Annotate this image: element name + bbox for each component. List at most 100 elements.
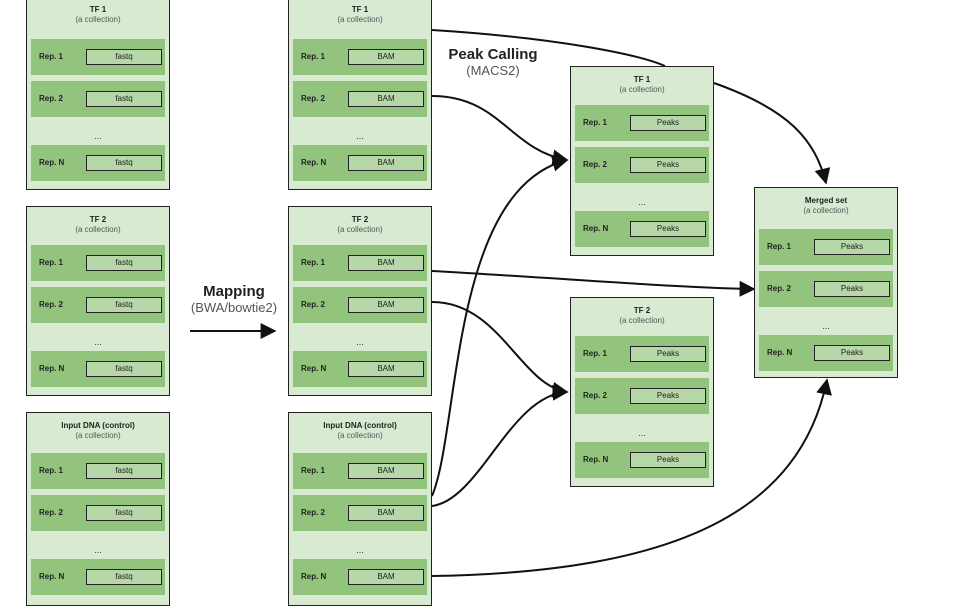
file-item: BAM xyxy=(348,569,424,585)
collection-title: Input DNA (control) xyxy=(61,421,135,430)
ellipsis-row: ... xyxy=(575,189,709,225)
mapping-title: Mapping xyxy=(203,283,265,300)
ellipsis-row: ... xyxy=(31,123,165,159)
collection-subtitle: (a collection) xyxy=(337,15,383,24)
rep-label: Rep. N xyxy=(583,224,609,233)
ellipsis-row: ... xyxy=(293,537,427,573)
rep-row: Rep. N Peaks xyxy=(759,335,893,371)
rep-label: Rep. 1 xyxy=(301,466,326,475)
rep-row: Rep. 1 fastq xyxy=(31,245,165,281)
ellipsis-row: ... xyxy=(31,329,165,365)
file-item: Peaks xyxy=(630,346,706,362)
collection-subtitle: (a collection) xyxy=(619,85,665,94)
collection-subtitle: (a collection) xyxy=(75,15,121,24)
collection-subtitle: (a collection) xyxy=(75,431,121,440)
collection-subtitle: (a collection) xyxy=(337,225,383,234)
file-item: Peaks xyxy=(630,388,706,404)
collection-title: Merged set xyxy=(804,196,848,205)
file-item: BAM xyxy=(348,361,424,377)
collection-title: TF 1 xyxy=(633,75,651,84)
rep-label: Rep. N xyxy=(301,364,327,373)
file-item: BAM xyxy=(348,505,424,521)
rep-label: Rep. N xyxy=(39,158,65,167)
rep-label: Rep. N xyxy=(301,158,327,167)
rep-row: Rep. 2 Peaks xyxy=(575,147,709,183)
rep-label: Rep. N xyxy=(39,572,65,581)
collection-title: TF 2 xyxy=(351,215,369,224)
ellipsis: ... xyxy=(638,197,646,207)
arrow-tf2-bam-rep1-to-merged xyxy=(431,270,756,297)
file-item: Peaks xyxy=(630,221,706,237)
mapping-subtitle: (BWA/bowtie2) xyxy=(190,300,278,315)
arrow-input-bam-to-merged xyxy=(431,378,832,577)
arrow-input-to-tf2-peaks xyxy=(431,384,569,507)
file-item: BAM xyxy=(348,297,424,313)
ellipsis-row: ... xyxy=(31,537,165,573)
rep-row: Rep. 2 BAM xyxy=(293,495,427,531)
ellipsis: ... xyxy=(94,545,102,555)
rep-label: Rep. 2 xyxy=(301,508,326,517)
file-item: BAM xyxy=(348,463,424,479)
rep-label: Rep. 1 xyxy=(301,52,326,61)
rep-row: Rep. 1 BAM xyxy=(293,453,427,489)
rep-label: Rep. 1 xyxy=(39,466,64,475)
rep-label: Rep. 1 xyxy=(39,258,64,267)
rep-label: Rep. 2 xyxy=(301,94,326,103)
file-item: Peaks xyxy=(630,452,706,468)
arrow-tf2-bam-rep2-to-peaks xyxy=(431,301,569,398)
file-item: fastq xyxy=(86,255,162,271)
collection-bam-input: Input DNA (control) (a collection) Rep. … xyxy=(288,412,432,606)
rep-label: Rep. 1 xyxy=(767,242,792,251)
ellipsis: ... xyxy=(356,545,364,555)
ellipsis: ... xyxy=(822,321,830,331)
rep-label: Rep. 2 xyxy=(767,284,792,293)
ellipsis-row: ... xyxy=(575,420,709,456)
file-item: fastq xyxy=(86,155,162,171)
file-item: Peaks xyxy=(814,239,890,255)
file-item: Peaks xyxy=(630,157,706,173)
rep-label: Rep. 2 xyxy=(583,391,608,400)
ellipsis: ... xyxy=(356,131,364,141)
rep-row: Rep. N fastq xyxy=(31,559,165,595)
file-item: fastq xyxy=(86,569,162,585)
rep-row: Rep. 2 BAM xyxy=(293,287,427,323)
arrow-tf1-bam-rep2-to-peaks xyxy=(431,95,569,166)
collection-title: Input DNA (control) xyxy=(323,421,397,430)
file-item: BAM xyxy=(348,49,424,65)
rep-label: Rep. 2 xyxy=(301,300,326,309)
rep-row: Rep. 2 Peaks xyxy=(759,271,893,307)
file-item: Peaks xyxy=(814,345,890,361)
rep-label: Rep. N xyxy=(767,348,793,357)
rep-row: Rep. 2 Peaks xyxy=(575,378,709,414)
ellipsis: ... xyxy=(94,131,102,141)
arrow-tf1-bam-to-merged xyxy=(431,29,826,183)
collection-title: TF 1 xyxy=(89,5,107,14)
rep-label: Rep. 2 xyxy=(39,508,64,517)
ellipsis-row: ... xyxy=(759,313,893,349)
arrow-input-to-tf1-peaks xyxy=(431,155,569,497)
collection-subtitle: (a collection) xyxy=(803,206,849,215)
rep-label: Rep. 1 xyxy=(39,52,64,61)
rep-row: Rep. N Peaks xyxy=(575,211,709,247)
file-item: Peaks xyxy=(814,281,890,297)
rep-label: Rep. 2 xyxy=(39,300,64,309)
collection-fastq-input: Input DNA (control) (a collection) Rep. … xyxy=(26,412,170,606)
rep-row: Rep. N BAM xyxy=(293,351,427,387)
peak-calling-label: Peak Calling (MACS2) xyxy=(438,46,548,78)
rep-label: Rep. 1 xyxy=(301,258,326,267)
rep-label: Rep. 2 xyxy=(583,160,608,169)
